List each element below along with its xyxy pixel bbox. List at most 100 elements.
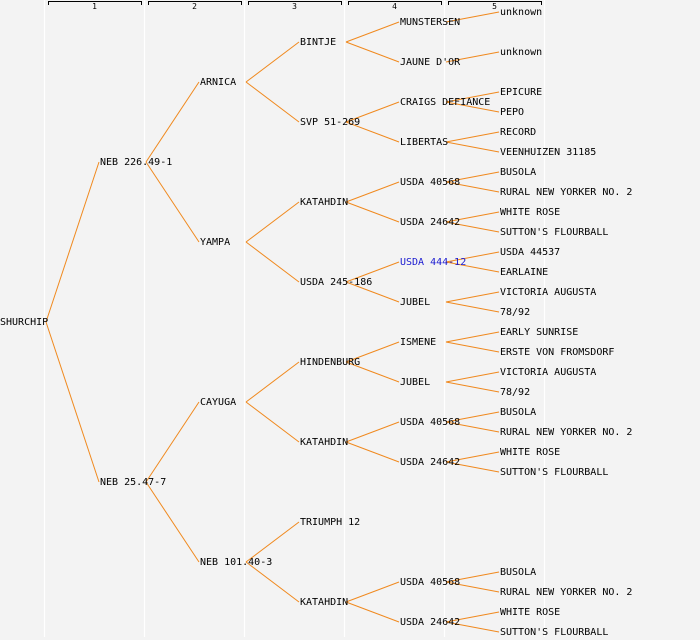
edge-usda-444-12-to-earlaine [445, 261, 500, 273]
pedigree-node-jubel[interactable]: JUBEL [400, 377, 430, 388]
edge-jubel-to-victoria-augusta [445, 371, 500, 383]
edge-usda-24642-to-sutton-s-flourball [445, 221, 500, 233]
pedigree-node-libertas[interactable]: LIBERTAS [400, 137, 448, 148]
pedigree-node-cayuga[interactable]: CAYUGA [200, 397, 236, 408]
pedigree-node-bintje[interactable]: BINTJE [300, 37, 336, 48]
edge-usda-24642-to-white-rose [445, 451, 500, 463]
generation-number: 1 [92, 2, 97, 11]
edge-craigs-defiance-to-pepo [445, 101, 500, 113]
pedigree-node-jubel[interactable]: JUBEL [400, 297, 430, 308]
edge-neb-25-47-7-to-neb-101-40-3 [145, 481, 200, 563]
pedigree-link-usda-444-12[interactable]: USDA 444-12 [400, 257, 466, 268]
pedigree-node-neb-25-47-7[interactable]: NEB 25.47-7 [100, 477, 166, 488]
edge-yampa-to-katahdin [245, 201, 300, 243]
pedigree-node-busola[interactable]: BUSOLA [500, 567, 536, 578]
pedigree-node-neb-226-49-1[interactable]: NEB 226.49-1 [100, 157, 172, 168]
edge-cayuga-to-hindenburg [245, 361, 300, 403]
edge-munstersen-to-unknown [445, 11, 500, 23]
pedigree-node-ismene[interactable]: ISMENE [400, 337, 436, 348]
generation-bracket [448, 1, 542, 5]
pedigree-node-katahdin[interactable]: KATAHDIN [300, 597, 348, 608]
pedigree-node-victoria-augusta[interactable]: VICTORIA AUGUSTA [500, 287, 596, 298]
generation-bracket [48, 1, 142, 5]
pedigree-node-katahdin[interactable]: KATAHDIN [300, 437, 348, 448]
edge-ismene-to-erste-von-fromsdorf [445, 341, 500, 353]
pedigree-node-usda-24642[interactable]: USDA 24642 [400, 617, 460, 628]
edge-shurchip-to-neb-226-49-1 [45, 161, 100, 323]
pedigree-node-shurchip[interactable]: SHURCHIP [0, 317, 48, 328]
pedigree-node-record[interactable]: RECORD [500, 127, 536, 138]
edge-hindenburg-to-jubel [345, 361, 400, 383]
pedigree-node-busola[interactable]: BUSOLA [500, 167, 536, 178]
pedigree-node-usda-40568[interactable]: USDA 40568 [400, 417, 460, 428]
pedigree-node-jaune-d-or[interactable]: JAUNE D'OR [400, 57, 461, 68]
edge-arnica-to-bintje [245, 41, 300, 83]
pedigree-node-white-rose[interactable]: WHITE ROSE [500, 207, 560, 218]
pedigree-node-78-92[interactable]: 78/92 [500, 387, 530, 398]
pedigree-node-yampa[interactable]: YAMPA [200, 237, 230, 248]
pedigree-node-erste-von-fromsdorf[interactable]: ERSTE VON FROMSDORF [500, 347, 614, 358]
pedigree-node-rural-new-yorker-no-2[interactable]: RURAL NEW YORKER NO. 2 [500, 187, 632, 198]
pedigree-node-white-rose[interactable]: WHITE ROSE [500, 447, 560, 458]
edge-usda-24642-to-sutton-s-flourball [445, 621, 500, 633]
pedigree-node-sutton-s-flourball[interactable]: SUTTON'S FLOURBALL [500, 467, 608, 478]
generation-header-2: 2 [148, 1, 242, 11]
tree-labels: SHURCHIP NEB 226.49-1 ARNICA BINTJE MUNSTERS… [0, 7, 632, 638]
pedigree-node-pepo[interactable]: PEPO [500, 107, 524, 118]
pedigree-node-craigs-defiance[interactable]: CRAIGS DEFIANCE [400, 97, 490, 108]
pedigree-node-unknown: unknown [500, 7, 542, 18]
edge-usda-40568-to-busola [445, 171, 500, 183]
edge-katahdin-to-usda-24642 [345, 441, 400, 463]
edge-ismene-to-early-sunrise [445, 331, 500, 343]
pedigree-node-sutton-s-flourball[interactable]: SUTTON'S FLOURBALL [500, 227, 608, 238]
edge-jubel-to-victoria-augusta [445, 291, 500, 303]
pedigree-node-svp-51-269[interactable]: SVP 51-269 [300, 117, 360, 128]
edge-katahdin-to-usda-24642 [345, 201, 400, 223]
pedigree-node-usda-40568[interactable]: USDA 40568 [400, 177, 460, 188]
pedigree-node-busola[interactable]: BUSOLA [500, 407, 536, 418]
generation-number: 3 [292, 2, 297, 11]
pedigree-node-epicure[interactable]: EPICURE [500, 87, 542, 98]
pedigree-node-triumph-12[interactable]: TRIUMPH 12 [300, 517, 360, 528]
generation-header-1: 1 [48, 1, 142, 11]
edge-bintje-to-munstersen [345, 21, 400, 43]
edge-usda-40568-to-rural-new-yorker-no-2 [445, 421, 500, 433]
edge-katahdin-to-usda-40568 [345, 581, 400, 603]
pedigree-node-usda-40568[interactable]: USDA 40568 [400, 577, 460, 588]
edge-usda-24642-to-white-rose [445, 611, 500, 623]
edge-usda-40568-to-busola [445, 411, 500, 423]
pedigree-node-munstersen[interactable]: MUNSTERSEN [400, 17, 460, 28]
generation-bracket [348, 1, 442, 5]
edge-jubel-to-78-92 [445, 381, 500, 393]
edge-neb-25-47-7-to-cayuga [145, 401, 200, 483]
generation-header-3: 3 [248, 1, 342, 11]
pedigree-node-usda-44537[interactable]: USDA 44537 [500, 247, 560, 258]
edge-katahdin-to-usda-40568 [345, 181, 400, 203]
pedigree-node-usda-24642[interactable]: USDA 24642 [400, 457, 460, 468]
pedigree-node-hindenburg[interactable]: HINDENBURG [300, 357, 360, 368]
pedigree-node-earlaine[interactable]: EARLAINE [500, 267, 548, 278]
pedigree-node-rural-new-yorker-no-2[interactable]: RURAL NEW YORKER NO. 2 [500, 587, 632, 598]
pedigree-node-katahdin[interactable]: KATAHDIN [300, 197, 348, 208]
edge-jubel-to-78-92 [445, 301, 500, 313]
tree-edges [45, 11, 500, 633]
pedigree-node-sutton-s-flourball[interactable]: SUTTON'S FLOURBALL [500, 627, 608, 638]
edge-usda-24642-to-white-rose [445, 211, 500, 223]
edge-jaune-d-or-to-unknown [445, 51, 500, 63]
generation-bracket [248, 1, 342, 5]
pedigree-node-usda-245-186[interactable]: USDA 245-186 [300, 277, 372, 288]
edge-craigs-defiance-to-epicure [445, 91, 500, 103]
pedigree-node-usda-24642[interactable]: USDA 24642 [400, 217, 460, 228]
pedigree-node-victoria-augusta[interactable]: VICTORIA AUGUSTA [500, 367, 596, 378]
pedigree-node-arnica[interactable]: ARNICA [200, 77, 236, 88]
generation-bracket [148, 1, 242, 5]
pedigree-node-neb-101-40-3[interactable]: NEB 101.40-3 [200, 557, 272, 568]
pedigree-node-early-sunrise[interactable]: EARLY SUNRISE [500, 327, 578, 338]
pedigree-node-rural-new-yorker-no-2[interactable]: RURAL NEW YORKER NO. 2 [500, 427, 632, 438]
pedigree-node-veenhuizen-31185[interactable]: VEENHUIZEN 31185 [500, 147, 596, 158]
pedigree-node-white-rose[interactable]: WHITE ROSE [500, 607, 560, 618]
pedigree-node-78-92[interactable]: 78/92 [500, 307, 530, 318]
generation-number: 2 [192, 2, 197, 11]
